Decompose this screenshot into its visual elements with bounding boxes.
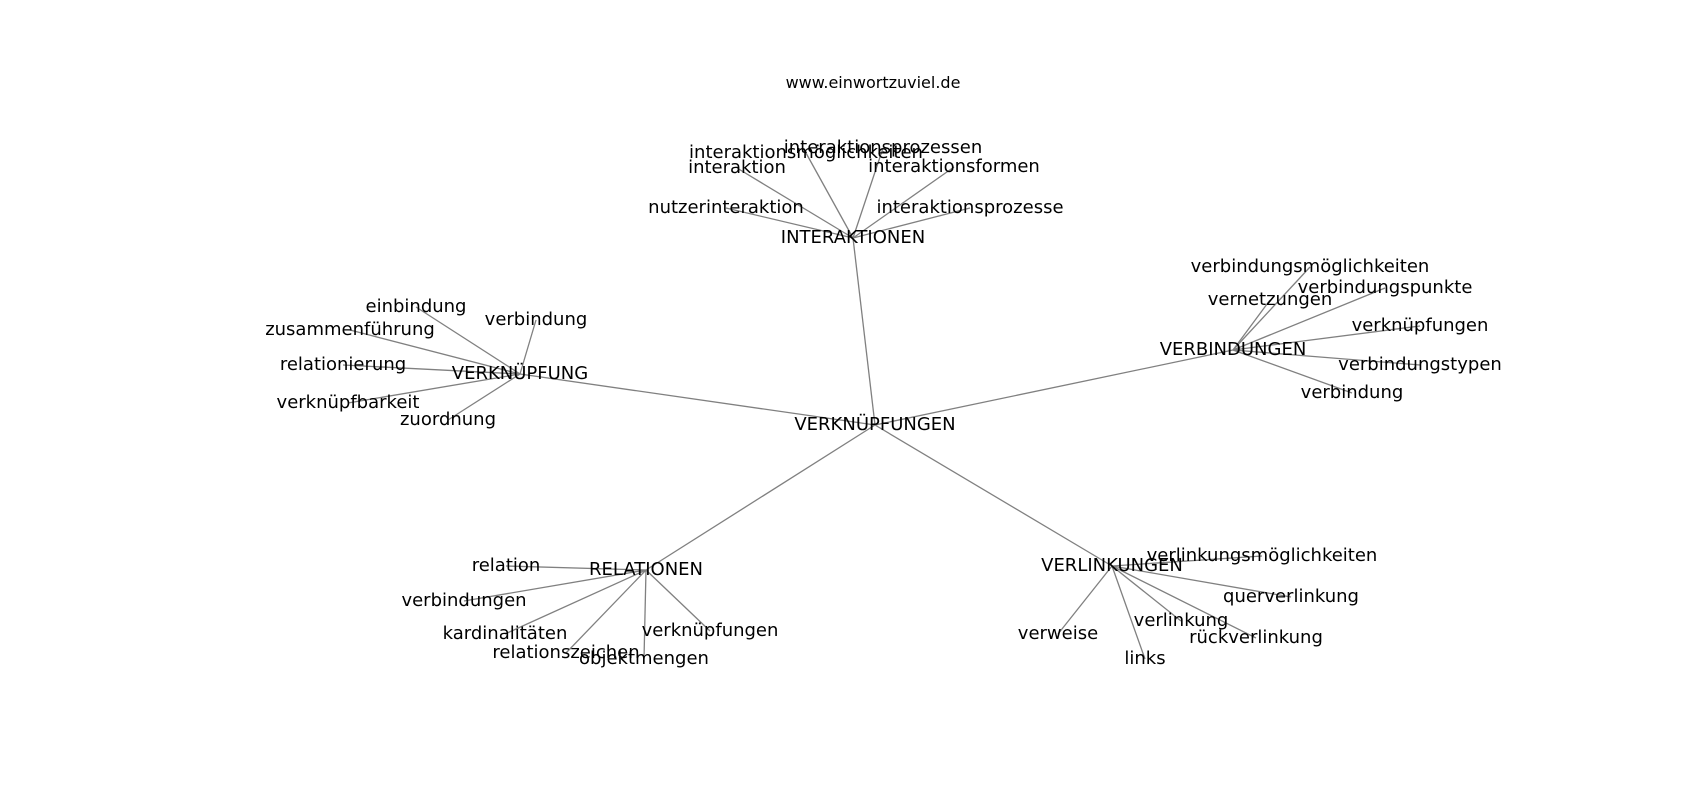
child-node-label: relationierung	[280, 354, 406, 375]
edge-group-1-child-3	[342, 364, 521, 375]
edge-group-0-child-3	[852, 166, 955, 239]
edge-group-4-child-0	[1111, 555, 1263, 567]
edge-group-2-child-2	[1232, 287, 1386, 351]
child-node-label: verknüpfungen	[1352, 315, 1489, 336]
edge-group-3-child-4	[565, 569, 647, 654]
edge-group-0-child-5	[852, 207, 971, 239]
edge-center-to-group-1	[519, 373, 876, 426]
group-node-label: RELATIONEN	[589, 559, 703, 580]
child-node-label: verlinkung	[1134, 610, 1229, 631]
child-node-label: relation	[472, 555, 541, 576]
child-node-label: verweise	[1018, 623, 1098, 644]
child-node-label: zuordnung	[400, 409, 496, 430]
edge-group-0-child-2	[736, 167, 854, 239]
child-node-label: vernetzungen	[1208, 289, 1333, 310]
child-node-label: verbindungen	[401, 590, 526, 611]
site-label: www.einwortzuviel.de	[786, 73, 961, 92]
child-node-label: verbindungsmöglichkeiten	[1191, 256, 1430, 277]
edge-center-to-group-0	[852, 237, 876, 426]
child-node-label: objektmengen	[579, 648, 709, 669]
child-node-label: verknüpfungen	[642, 620, 779, 641]
edge-group-1-child-1	[519, 319, 537, 375]
child-node-label: interaktionsprozesse	[876, 197, 1063, 218]
center-node-label: VERKNÜPFUNGEN	[794, 413, 955, 435]
edge-group-4-child-5	[1111, 565, 1146, 660]
edge-group-0-child-0	[852, 147, 884, 239]
group-node-label: VERLINKUNGEN	[1041, 555, 1183, 576]
child-node-label: relationszeichen	[492, 642, 639, 663]
edge-group-4-child-3	[1111, 565, 1182, 622]
edge-group-4-child-4	[1111, 565, 1257, 639]
edge-group-4-child-2	[1057, 565, 1113, 635]
edge-group-2-child-5	[1232, 349, 1353, 394]
edge-group-3-child-5	[643, 569, 647, 660]
child-node-label: interaktionsformen	[868, 156, 1040, 177]
edge-group-1-child-2	[349, 329, 521, 375]
child-node-label: verbindung	[485, 309, 588, 330]
child-node-label: interaktionsmöglichkeiten	[689, 142, 923, 163]
edge-group-1-child-5	[447, 373, 521, 421]
edge-group-0-child-1	[805, 152, 854, 239]
child-node-label: kardinalitäten	[443, 623, 568, 644]
child-node-label: verbindungspunkte	[1298, 277, 1473, 298]
child-node-label: interaktionsprozessen	[784, 137, 982, 158]
edge-group-0-child-4	[725, 207, 854, 239]
child-node-label: verbindung	[1301, 382, 1404, 403]
edge-group-4-child-1	[1111, 565, 1292, 598]
child-node-label: rückverlinkung	[1189, 627, 1323, 648]
edge-group-2-child-0	[1232, 266, 1311, 351]
edge-group-3-child-0	[505, 565, 647, 571]
edge-group-3-child-2	[504, 569, 647, 635]
group-node-label: VERKNÜPFUNG	[452, 362, 588, 384]
child-node-label: links	[1124, 648, 1165, 669]
child-node-label: verknüpfbarkeit	[277, 392, 420, 413]
edge-group-3-child-1	[463, 569, 647, 602]
edge-center-to-group-2	[874, 349, 1234, 426]
edge-group-2-child-4	[1232, 349, 1421, 366]
edges-layer	[342, 147, 1421, 660]
edge-group-1-child-4	[347, 373, 521, 404]
child-node-label: verlinkungsmöglichkeiten	[1147, 545, 1378, 566]
edge-group-3-child-3	[645, 569, 711, 632]
edge-group-1-child-0	[415, 306, 521, 375]
edge-group-2-child-1	[1232, 299, 1271, 351]
child-node-label: einbindung	[366, 296, 467, 317]
child-node-label: interaktion	[688, 157, 786, 178]
edge-center-to-group-3	[645, 424, 876, 571]
edge-group-2-child-3	[1232, 325, 1421, 351]
edge-center-to-group-4	[874, 424, 1113, 567]
child-node-label: nutzerinteraktion	[648, 197, 804, 218]
group-node-label: VERBINDUNGEN	[1160, 339, 1307, 360]
labels-layer: www.einwortzuviel.de interaktionsprozess…	[265, 73, 1502, 669]
group-node-label: INTERAKTIONEN	[781, 227, 925, 248]
child-node-label: querverlinkung	[1223, 586, 1359, 607]
child-node-label: zusammenführung	[265, 319, 435, 340]
child-node-label: verbindungstypen	[1338, 354, 1502, 375]
